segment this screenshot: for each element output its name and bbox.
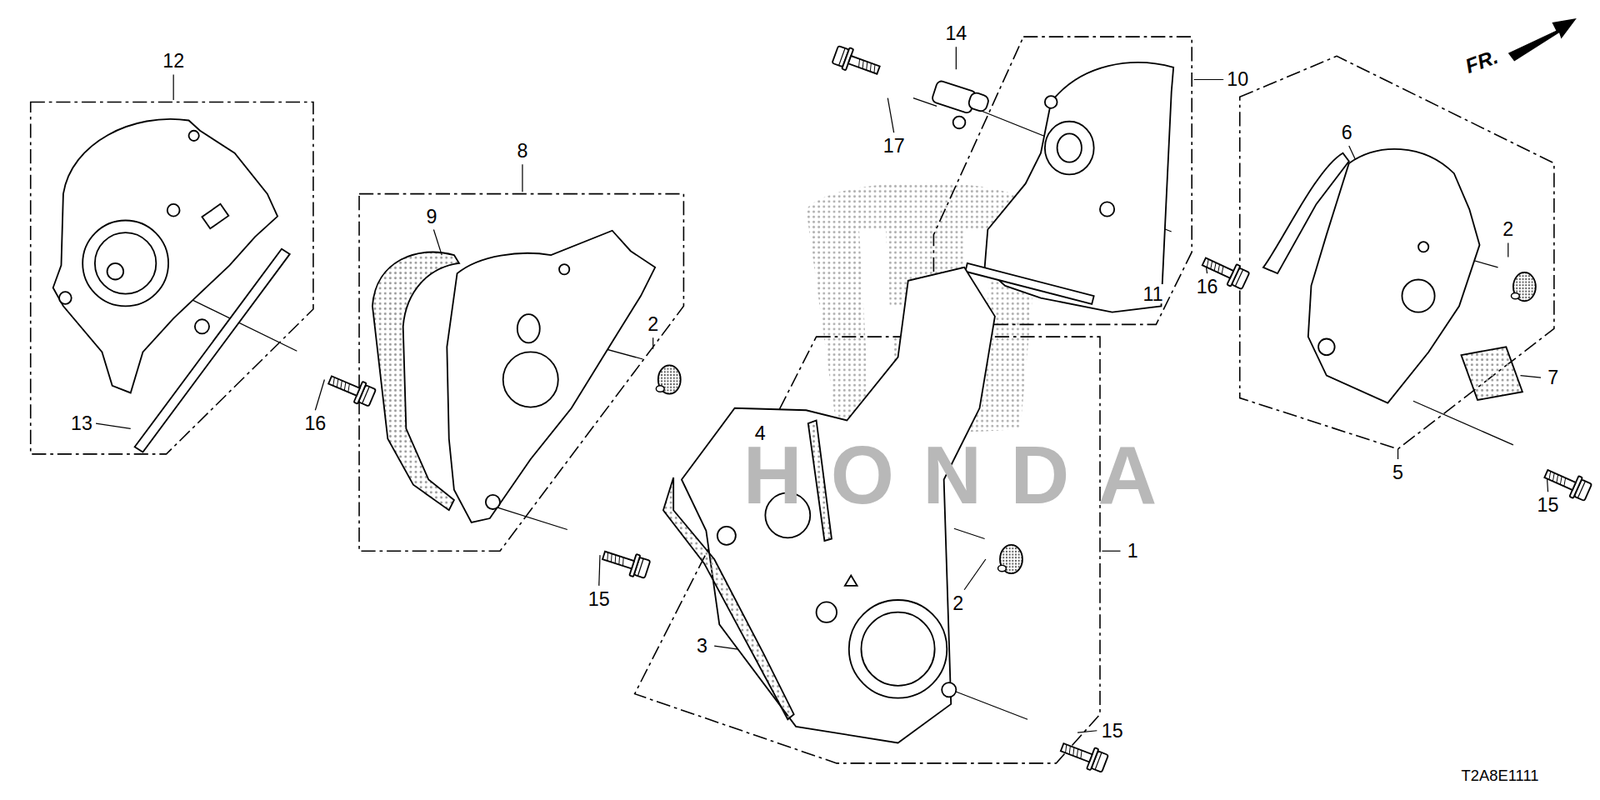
callout-number: 15 <box>1535 495 1561 515</box>
callout-number: 5 <box>1390 462 1406 482</box>
callout-number: 2 <box>1500 220 1516 240</box>
callout-number: 14 <box>943 24 970 44</box>
diagram-code: T2A8E1111 <box>1459 767 1541 783</box>
group-outline <box>30 36 1555 764</box>
callout-number: 2 <box>950 593 966 613</box>
callout-number: 9 <box>424 206 440 226</box>
callout-number: 8 <box>515 141 530 161</box>
front-cover-part <box>1263 149 1523 404</box>
callout-number: 6 <box>1339 123 1355 143</box>
callout-number: 15 <box>585 589 612 609</box>
callout-number: 16 <box>302 414 329 434</box>
callout-number: 2 <box>645 315 661 335</box>
callout-number: 11 <box>1140 284 1165 304</box>
callout-number: 3 <box>695 635 710 655</box>
rear-cover-part <box>53 119 290 453</box>
direction-label: FR. <box>1460 45 1503 77</box>
middle-cover-part <box>372 230 655 523</box>
cap-part <box>655 272 1536 574</box>
front-arrow <box>1508 18 1577 61</box>
watermark: HONDA <box>743 435 1186 517</box>
callout-number: 12 <box>160 51 187 71</box>
callout-number: 15 <box>1099 720 1125 740</box>
callout-number: 1 <box>1125 541 1140 561</box>
callout-number: 10 <box>1225 70 1251 90</box>
callout-number: 17 <box>880 135 907 155</box>
callout-number: 7 <box>1545 367 1561 387</box>
bolt <box>325 44 1593 775</box>
callout-number: 16 <box>1194 276 1220 296</box>
callout-number: 13 <box>69 414 95 434</box>
